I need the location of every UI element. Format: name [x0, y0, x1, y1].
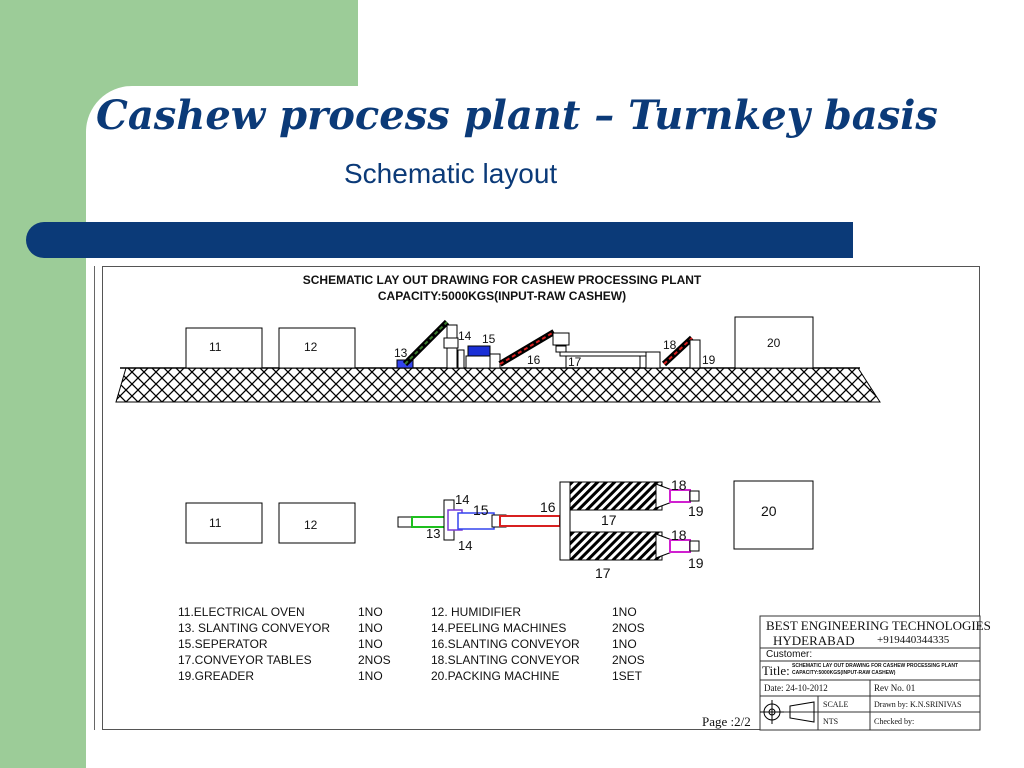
sheet-margin-line — [94, 266, 95, 730]
plan-humidifier — [278, 502, 356, 544]
title-block-title-text1: SCHEMATIC LAY OUT DRAWING FOR CASHEW PRO… — [792, 663, 959, 669]
legend-qty: 1NO — [358, 621, 383, 635]
slide-title: Cashew process plant – Turnkey basis — [96, 92, 938, 139]
plan-label-13: 13 — [426, 526, 441, 541]
legend-qty: 1NO — [358, 669, 383, 683]
title-block-title-label: Title: — [762, 663, 790, 678]
legend-qty: 1NO — [612, 605, 637, 619]
drawing-heading-line1: SCHEMATIC LAY OUT DRAWING FOR CASHEW PRO… — [302, 273, 702, 287]
plan-label-19-bottom: 19 — [688, 555, 704, 571]
elev-electrical-oven — [185, 327, 263, 369]
plan-label-15: 15 — [473, 502, 489, 518]
elev-label-18: 18 — [663, 338, 677, 352]
legend-item: 20.PACKING MACHINE — [431, 669, 560, 683]
drawing-heading-line2: CAPACITY:5000KGS(INPUT-RAW CASHEW) — [377, 289, 627, 303]
legend-qty: 1NO — [358, 605, 383, 619]
plan-conveyor-table-top — [559, 481, 663, 511]
legend-item: 16.SLANTING CONVEYOR — [431, 637, 580, 651]
plan-label-19-top: 19 — [688, 503, 704, 519]
plan-electrical-oven — [185, 502, 263, 544]
accent-green-side — [0, 0, 86, 768]
plan-label-11: 11 — [209, 516, 222, 530]
plan-label-17-lower: 17 — [595, 565, 611, 581]
legend-item: 15.SEPERATOR — [178, 637, 268, 651]
plan-label-18-top: 18 — [671, 477, 687, 493]
page-number: Page :2/2 — [702, 714, 751, 729]
elev-label-14: 14 — [458, 329, 472, 343]
plan-slanting-conveyor-16 — [499, 515, 561, 527]
elev-grader — [689, 339, 701, 369]
legend-item: 12. HUMIDIFIER — [431, 605, 522, 619]
ground-hatching — [115, 367, 881, 403]
elevation-view — [115, 316, 881, 403]
elev-label-20: 20 — [767, 336, 781, 350]
title-block-phone: +919440344335 — [877, 634, 950, 646]
projection-symbol-cone — [789, 701, 815, 723]
plan-label-20: 20 — [761, 503, 777, 519]
legend-item: 14.PEELING MACHINES — [431, 621, 567, 635]
title-block-rev: Rev No. 01 — [874, 683, 916, 693]
legend-item: 18.SLANTING CONVEYOR — [431, 653, 580, 667]
plan-label-16: 16 — [540, 499, 556, 515]
plan-label-17-upper: 17 — [601, 512, 617, 528]
legend-qty: 1NO — [358, 637, 383, 651]
plan-grader-bottom — [689, 540, 700, 552]
slide-subtitle: Schematic layout — [344, 158, 558, 189]
elev-label-13: 13 — [394, 346, 408, 360]
legend-qty: 2NOS — [612, 653, 645, 667]
elev-packing-machine — [734, 316, 814, 369]
elev-separator — [467, 345, 491, 357]
plan-label-14-bottom: 14 — [458, 538, 473, 553]
plan-label-14-top: 14 — [455, 492, 470, 507]
title-block-date: Date: 24-10-2012 — [764, 683, 828, 693]
legend-item: 19.GREADER — [178, 669, 255, 683]
elev-label-19: 19 — [702, 353, 716, 367]
legend-item: 17.CONVEYOR TABLES — [178, 653, 312, 667]
title-block-drawn-by: Drawn by: K.N.SRINIVAS — [874, 700, 962, 709]
plan-grader-top — [689, 490, 700, 502]
plan-view — [185, 480, 814, 561]
legend-qty: 2NOS — [358, 653, 391, 667]
title-block-scale: SCALE — [823, 700, 849, 709]
title-block-nts: NTS — [823, 717, 839, 726]
legend-qty: 1SET — [612, 669, 643, 683]
elev-humidifier — [278, 327, 356, 369]
legend-item: 13. SLANTING CONVEYOR — [178, 621, 331, 635]
elev-label-12: 12 — [304, 340, 318, 354]
plan-conveyor-table-bottom — [559, 531, 663, 561]
title-block-checked-by: Checked by: — [874, 717, 915, 726]
plan-label-12: 12 — [304, 518, 318, 532]
title-block-city: HYDERABAD — [773, 633, 855, 648]
title-block — [759, 615, 981, 731]
legend-qty: 1NO — [612, 637, 637, 651]
title-block-company: BEST ENGINEERING TECHNOLOGIES — [766, 618, 991, 633]
plan-label-18-bottom: 18 — [671, 527, 687, 543]
elev-label-16: 16 — [527, 353, 541, 367]
legend-qty: 2NOS — [612, 621, 645, 635]
elev-label-11: 11 — [209, 340, 222, 354]
title-block-title-text2: CAPACITY:5000KGS(INPUT-RAW CASHEW) — [792, 670, 896, 676]
legend-item: 11.ELECTRICAL OVEN — [178, 605, 305, 619]
plan-packing-machine — [733, 480, 814, 550]
title-divider-bar — [26, 222, 853, 258]
title-block-customer: Customer: — [766, 649, 813, 660]
elev-label-17: 17 — [568, 355, 582, 369]
elev-label-15: 15 — [482, 332, 496, 346]
